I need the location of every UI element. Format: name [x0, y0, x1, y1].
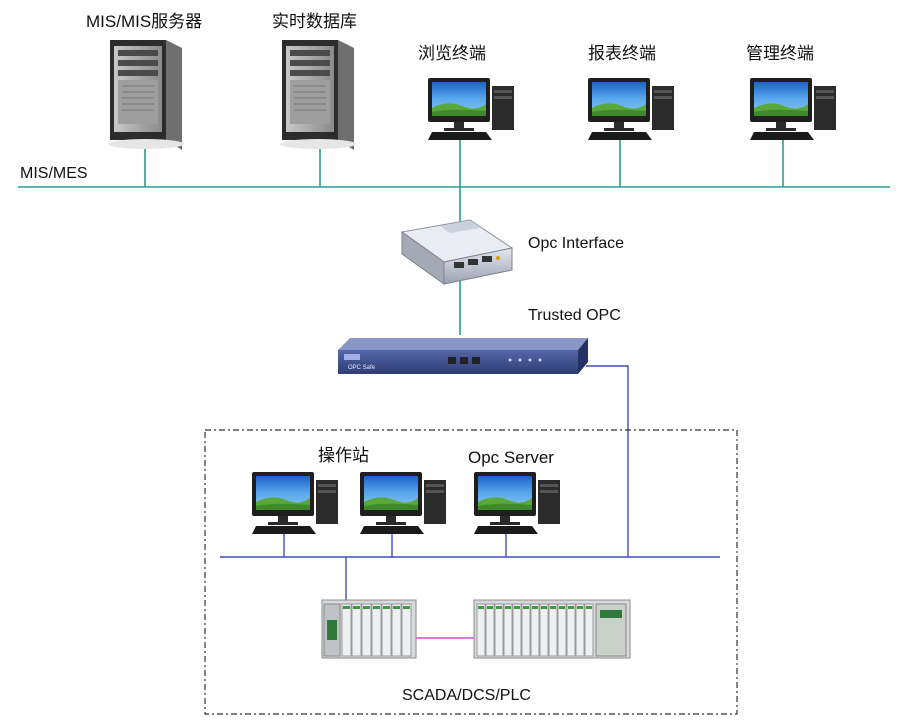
operator-station-1-icon: [252, 472, 338, 534]
scada-dcs-plc-label: SCADA/DCS/PLC: [402, 687, 531, 704]
plc-rack-1-icon: [321, 599, 417, 659]
control-area-border: [204, 429, 738, 715]
mis-server-icon: [107, 39, 185, 151]
router-to-control-bus-link: [586, 365, 629, 557]
browse-terminal-icon: [428, 78, 514, 140]
report-terminal-icon: [588, 78, 674, 140]
manage-terminal-icon: [750, 78, 836, 140]
mis-mes-label: MIS/MES: [20, 165, 88, 182]
opc-server-label: Opc Server: [468, 448, 554, 467]
opc-interface-label: Opc Interface: [528, 235, 625, 252]
device-brand-label: OPC Safe: [348, 365, 376, 371]
trusted-opc-label: Trusted OPC: [528, 307, 621, 324]
operator-station-2-icon: [360, 472, 446, 534]
browse-terminal-label: 浏览终端: [418, 44, 486, 63]
mis-server-label: MIS/MIS服务器: [86, 12, 203, 31]
report-terminal-label: 报表终端: [588, 44, 656, 63]
opc-interface-device-icon: [400, 219, 514, 285]
opc-server-icon: [474, 472, 560, 534]
trusted-opc-appliance-icon: OPC Safe: [338, 338, 588, 374]
realtime-db-label: 实时数据库: [272, 12, 357, 31]
realtime-db-server-icon: [279, 39, 357, 151]
manage-terminal-label: 管理终端: [746, 44, 814, 63]
plc-rack-2-icon: [473, 599, 631, 659]
operator-station-label: 操作站: [318, 446, 369, 465]
